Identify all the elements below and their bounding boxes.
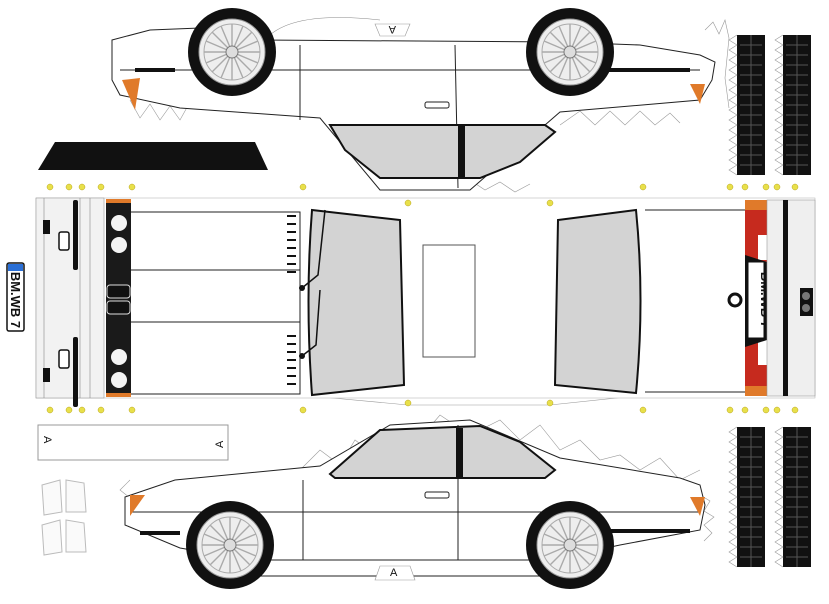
wheel-icon [525,7,615,97]
wheel-icon [525,500,615,590]
side-panel-bottom: A [119,414,715,590]
wheel-icon [187,7,277,97]
flap-marker-a: A [214,440,226,448]
headlight-covers [41,479,87,556]
flap-marker-a: A [41,436,53,444]
bmw-logo-icon [727,292,743,308]
roof-flap: A A [37,424,229,461]
wheel-icon [185,500,275,590]
front-license-plate: BM.WB 7 [6,262,25,332]
top-panel: BM.WB 7 [35,183,816,414]
svg-text:BM.WB 7: BM.WB 7 [8,272,23,328]
side-panel-top: A [111,7,730,193]
trim-strip [38,142,268,170]
side-marker-a: A [390,567,398,579]
side-marker-a: A [388,23,396,35]
